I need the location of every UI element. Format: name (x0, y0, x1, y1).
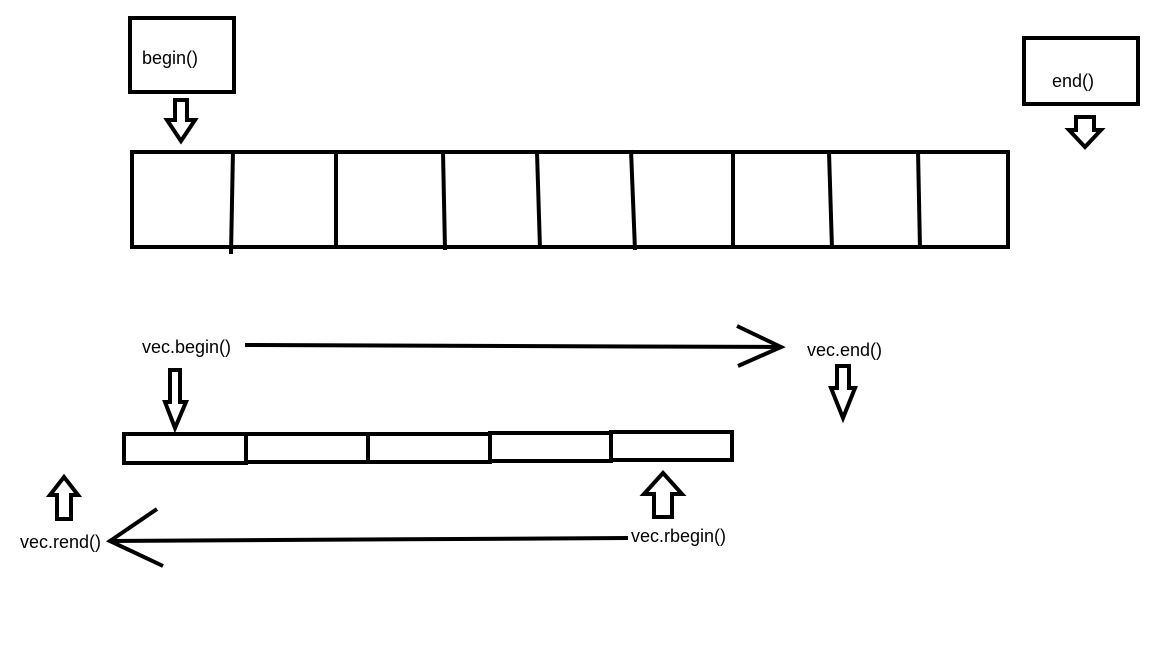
begin-down-arrow-icon (163, 98, 199, 145)
end-label-box (1022, 36, 1140, 106)
top-array-frame (130, 150, 1010, 249)
bottom-array-cell (488, 431, 613, 463)
backward-arrow-head-icon (105, 507, 164, 568)
bottom-diagram: vec.begin() vec.end() vec.rbegin() vec.r… (20, 324, 882, 568)
vec-rend-up-arrow-icon (45, 473, 83, 521)
top-cell-divider (441, 151, 447, 251)
vec-rbegin-up-arrow-icon (639, 470, 687, 519)
end-label: end() (1052, 71, 1094, 91)
bottom-array (122, 430, 734, 465)
top-cell-divider (916, 149, 922, 250)
top-cell-divider (229, 149, 235, 255)
forward-arrow-shaft (244, 343, 781, 349)
vec-begin-down-arrow-icon (162, 368, 190, 434)
begin-label: begin() (142, 48, 198, 68)
top-cell-divider (535, 151, 542, 250)
bottom-array-cell (366, 432, 492, 464)
end-down-arrow-icon (1064, 115, 1106, 150)
forward-arrow-head-icon (736, 324, 786, 368)
begin-label-box (128, 16, 236, 94)
bottom-array-cell (609, 430, 734, 462)
vec-end-down-arrow-icon (828, 364, 858, 424)
top-cell-divider (629, 149, 637, 251)
bottom-array-cell (122, 432, 248, 465)
top-diagram: begin() end() (128, 16, 1140, 255)
vec-rbegin-label: vec.rbegin() (631, 526, 726, 546)
backward-arrow-shaft (109, 536, 629, 543)
bottom-array-cell (244, 432, 370, 464)
top-cell-divider (827, 151, 834, 250)
vec-begin-label: vec.begin() (142, 337, 231, 357)
vec-end-label: vec.end() (807, 340, 882, 360)
top-array-dividers (229, 149, 922, 255)
vec-rend-label: vec.rend() (20, 532, 101, 552)
